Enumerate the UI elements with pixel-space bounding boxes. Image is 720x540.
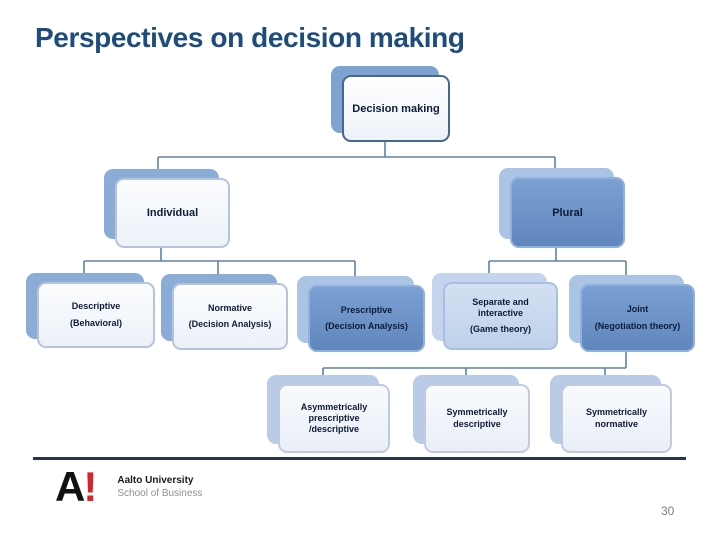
node-title: Symmetrically normative bbox=[585, 407, 648, 429]
node-descriptive: Descriptive (Behavioral) bbox=[26, 273, 155, 348]
node-face: Descriptive (Behavioral) bbox=[37, 282, 155, 348]
node-title: Joint bbox=[626, 304, 649, 315]
node-subtitle: (Game theory) bbox=[469, 324, 531, 335]
node-subtitle: (Behavioral) bbox=[69, 317, 122, 328]
node-face: Symmetrically descriptive bbox=[424, 384, 530, 453]
node-face: Separate and interactive (Game theory) bbox=[443, 282, 558, 350]
node-face: Plural bbox=[510, 177, 625, 248]
node-title: Symmetrically descriptive bbox=[446, 407, 508, 429]
node-prescriptive: Prescriptive (Decision Analysis) bbox=[297, 276, 425, 352]
node-title: Decision making bbox=[352, 102, 440, 115]
node-title: Normative bbox=[207, 302, 252, 313]
node-individual: Individual bbox=[104, 169, 230, 248]
node-face: Normative (Decision Analysis) bbox=[172, 283, 288, 350]
aalto-logo-a: A bbox=[55, 463, 85, 510]
node-symmetrically-normative: Symmetrically normative bbox=[550, 375, 672, 453]
school-name: School of Business bbox=[117, 487, 203, 499]
node-title: Individual bbox=[146, 207, 199, 219]
node-title: Asymmetrically prescriptive /descriptive bbox=[300, 401, 368, 435]
node-face: Prescriptive (Decision Analysis) bbox=[308, 285, 425, 352]
node-face: Symmetrically normative bbox=[561, 384, 672, 453]
node-separate-interactive: Separate and interactive (Game theory) bbox=[432, 273, 558, 350]
node-subtitle: (Decision Analysis) bbox=[325, 321, 408, 331]
page-number: 30 bbox=[661, 504, 675, 518]
node-face: Asymmetrically prescriptive /descriptive bbox=[278, 384, 390, 453]
aalto-logo-mark: A! bbox=[55, 463, 97, 510]
node-title: Plural bbox=[552, 206, 583, 219]
aalto-logo-exclamation: ! bbox=[83, 463, 97, 510]
aalto-logo: A! Aalto University School of Business bbox=[55, 466, 202, 508]
node-joint: Joint (Negotiation theory) bbox=[569, 275, 695, 352]
node-normative: Normative (Decision Analysis) bbox=[161, 274, 288, 350]
footer-divider-line bbox=[33, 457, 686, 460]
university-name: Aalto University bbox=[117, 475, 194, 486]
node-decision-making: Decision making bbox=[331, 66, 450, 142]
node-subtitle: (Decision Analysis) bbox=[188, 319, 272, 329]
slide-title: Perspectives on decision making bbox=[35, 22, 465, 53]
node-title: Separate and interactive bbox=[472, 296, 529, 318]
node-symmetrically-descriptive: Symmetrically descriptive bbox=[413, 375, 530, 453]
node-subtitle: (Negotiation theory) bbox=[594, 320, 681, 331]
aalto-logo-text: Aalto University School of Business bbox=[117, 475, 202, 500]
node-face: Individual bbox=[115, 178, 230, 248]
node-title: Prescriptive bbox=[340, 304, 393, 315]
node-face: Decision making bbox=[342, 75, 450, 142]
node-title: Descriptive bbox=[71, 301, 121, 312]
node-face: Joint (Negotiation theory) bbox=[580, 284, 695, 352]
node-plural: Plural bbox=[499, 168, 625, 248]
node-asymmetrically-prescriptive-descriptive: Asymmetrically prescriptive /descriptive bbox=[267, 375, 390, 453]
